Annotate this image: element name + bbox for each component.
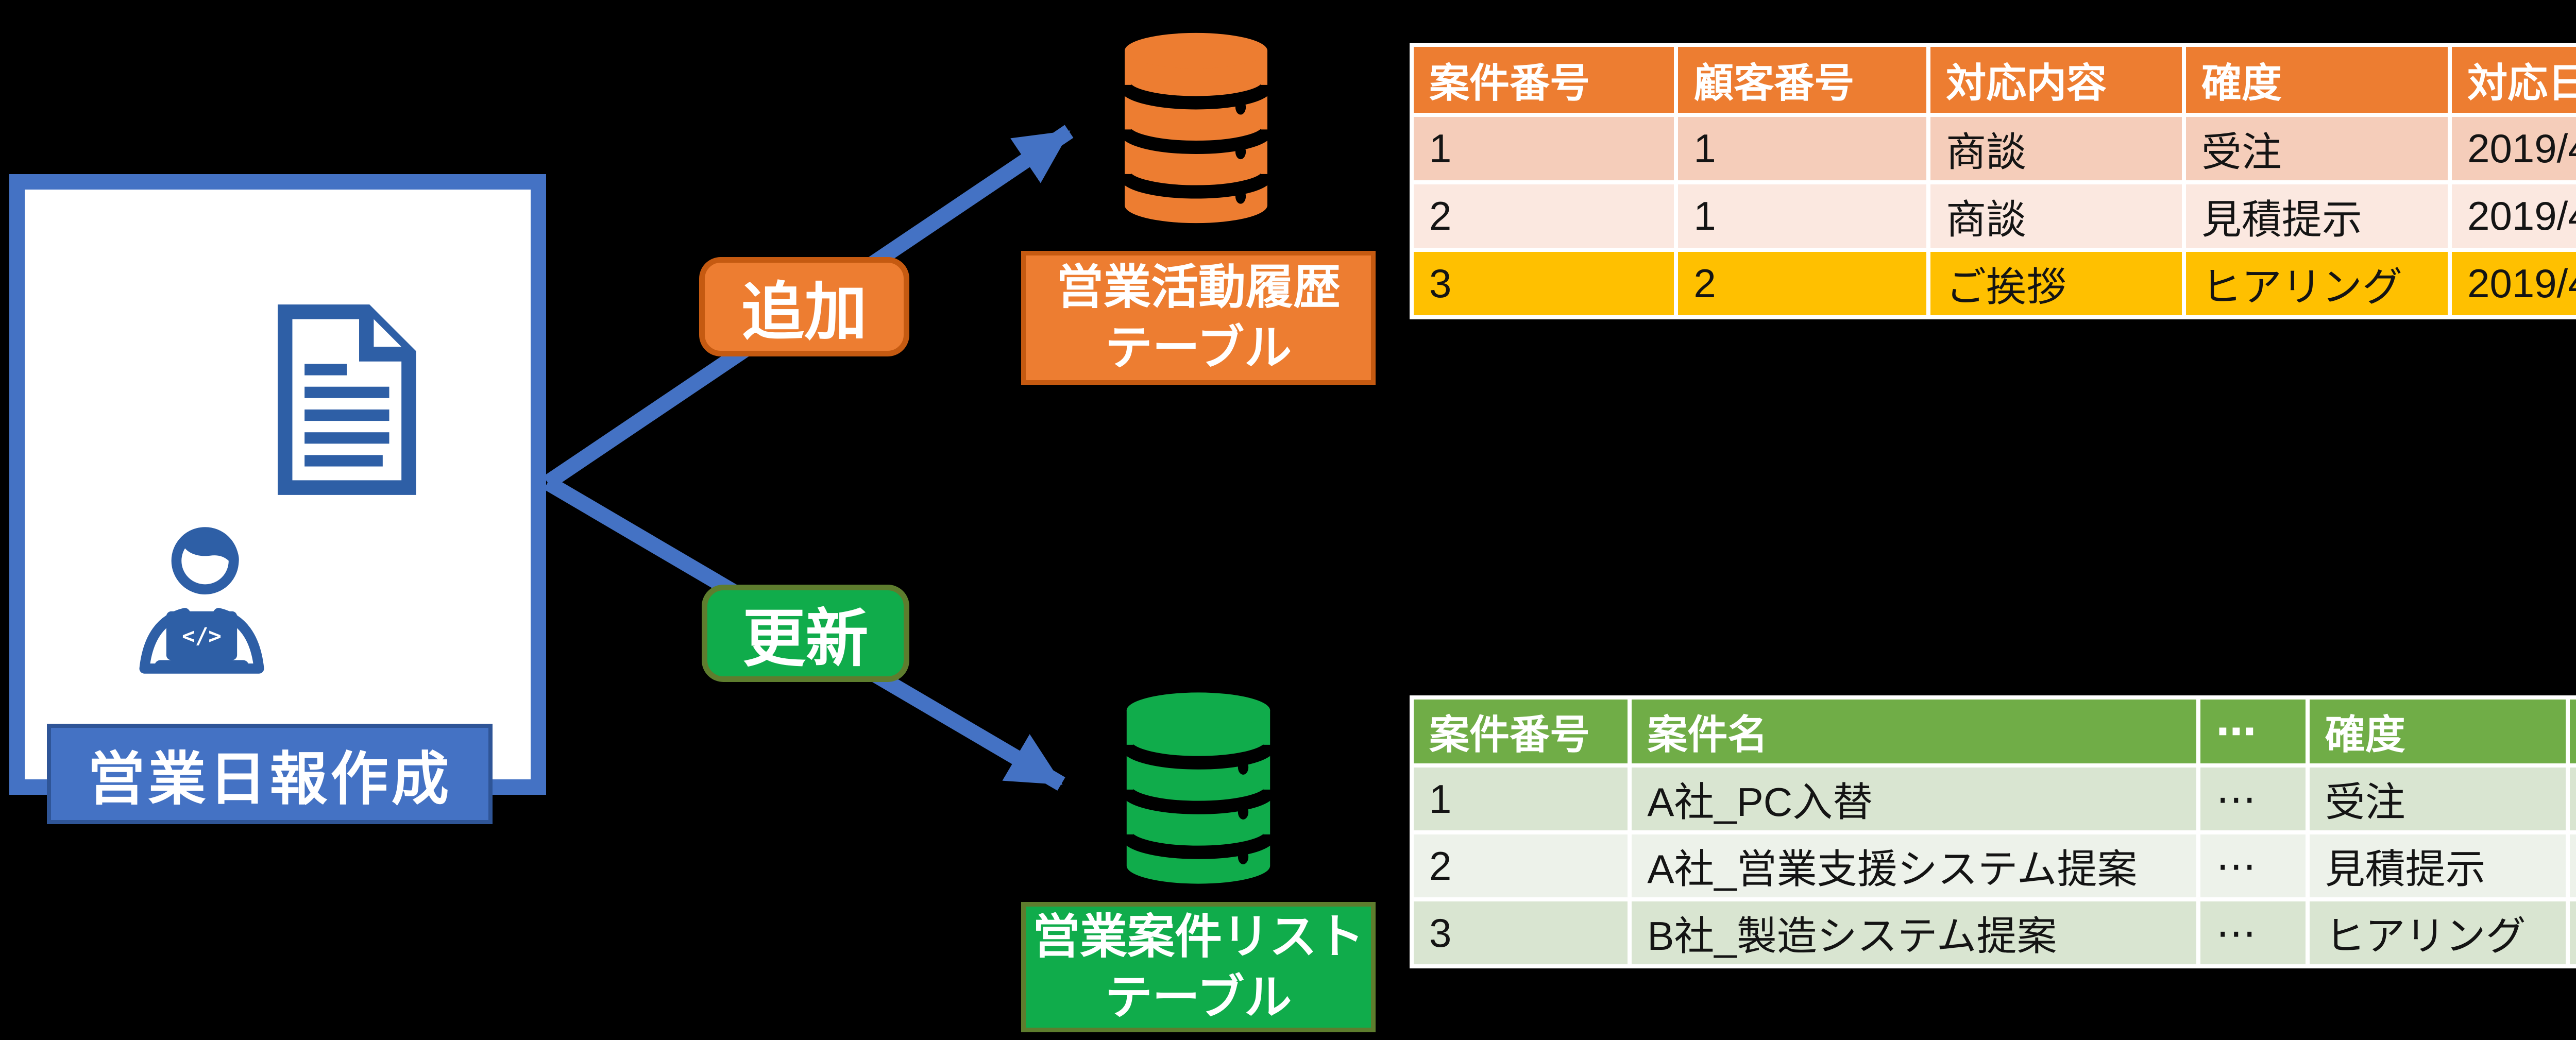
flow-label-update: 更新 bbox=[702, 585, 909, 682]
table-cell: 1 bbox=[1414, 768, 1628, 830]
database-label-line1: 営業活動履歴 bbox=[1056, 261, 1341, 314]
table-cell: ご挨拶 bbox=[1930, 252, 2182, 315]
table-cell: A社_PC入替 bbox=[1632, 768, 2197, 830]
database-icon-activity bbox=[1122, 32, 1270, 224]
laptop-code-glyph: </> bbox=[182, 624, 222, 649]
column-header: 確度 bbox=[2309, 700, 2566, 763]
person-at-laptop-icon: </> bbox=[139, 527, 264, 674]
table-cell: ⋯ bbox=[2200, 834, 2306, 897]
column-header: 案件番号 bbox=[1414, 700, 1628, 763]
database-icon-case-list bbox=[1124, 692, 1273, 884]
table-row: 3B社_製造システム提案⋯ヒアリング 2019/4/16 bbox=[1414, 901, 2576, 964]
column-header: 最終コンタクト日 bbox=[2570, 700, 2576, 763]
table-row: 2A社_営業支援システム提案⋯見積提示 2019/4/5 bbox=[1414, 834, 2576, 897]
flow-label-add: 追加 bbox=[699, 257, 909, 356]
table-cell: 2019/4/5 bbox=[2570, 834, 2576, 897]
process-box-label: 営業日報作成 bbox=[47, 724, 493, 824]
table-cell: 2 bbox=[1414, 834, 1628, 897]
table-cell: ヒアリング bbox=[2185, 252, 2448, 315]
table-cell: 2019/4/16 bbox=[2570, 901, 2576, 964]
database-label-case-list: 営業案件リスト テーブル bbox=[1021, 902, 1376, 1032]
table-cell: 1 bbox=[1414, 117, 1674, 180]
table-cell: ヒアリング bbox=[2309, 901, 2566, 964]
table-cell: B社_製造システム提案 bbox=[1632, 901, 2197, 964]
table-cell: 商談 bbox=[1930, 184, 2182, 248]
column-header: 確度 bbox=[2185, 47, 2448, 113]
table-cell: A社_営業支援システム提案 bbox=[1632, 834, 2197, 897]
table-cell: 見積提示 bbox=[2185, 184, 2448, 248]
database-label-line2: テーブル bbox=[1105, 322, 1292, 374]
table-cell: 2 bbox=[1678, 252, 1927, 315]
document-icon bbox=[278, 304, 416, 495]
column-header: 対応日 bbox=[2452, 47, 2576, 113]
table-cell: 1 bbox=[1678, 184, 1927, 248]
database-label-line2: テーブル bbox=[1105, 971, 1292, 1024]
table-cell: 3 bbox=[1414, 252, 1674, 315]
table-cell: 3 bbox=[1414, 901, 1628, 964]
column-header: 案件番号 bbox=[1414, 47, 1674, 113]
table-cell: 商談 bbox=[1930, 117, 2182, 180]
table-cell: 2019/4/21 bbox=[2570, 768, 2576, 830]
column-header: 顧客番号 bbox=[1678, 47, 1927, 113]
column-header: 案件名 bbox=[1632, 700, 2197, 763]
table-cell: 2019/4/16 bbox=[2452, 252, 2576, 315]
database-label-line1: 営業案件リスト bbox=[1032, 910, 1364, 963]
table-cell: ⋯ bbox=[2200, 901, 2306, 964]
table-cell: 2 bbox=[1414, 184, 1674, 248]
table-cell: 2019/4/5 bbox=[2452, 184, 2576, 248]
table-cell: 1 bbox=[1678, 117, 1927, 180]
database-label-activity: 営業活動履歴 テーブル bbox=[1021, 251, 1376, 385]
table-cell: 受注 bbox=[2309, 768, 2566, 830]
table-row: 1A社_PC入替⋯受注 2019/4/21 bbox=[1414, 768, 2576, 830]
table-cell: 見積提示 bbox=[2309, 834, 2566, 897]
column-header: ⋯ bbox=[2200, 700, 2306, 763]
table-cell: 受注 bbox=[2185, 117, 2448, 180]
table-cell: ⋯ bbox=[2200, 768, 2306, 830]
table-cell: 2019/4/21 bbox=[2452, 117, 2576, 180]
column-header: 対応内容 bbox=[1930, 47, 2182, 113]
